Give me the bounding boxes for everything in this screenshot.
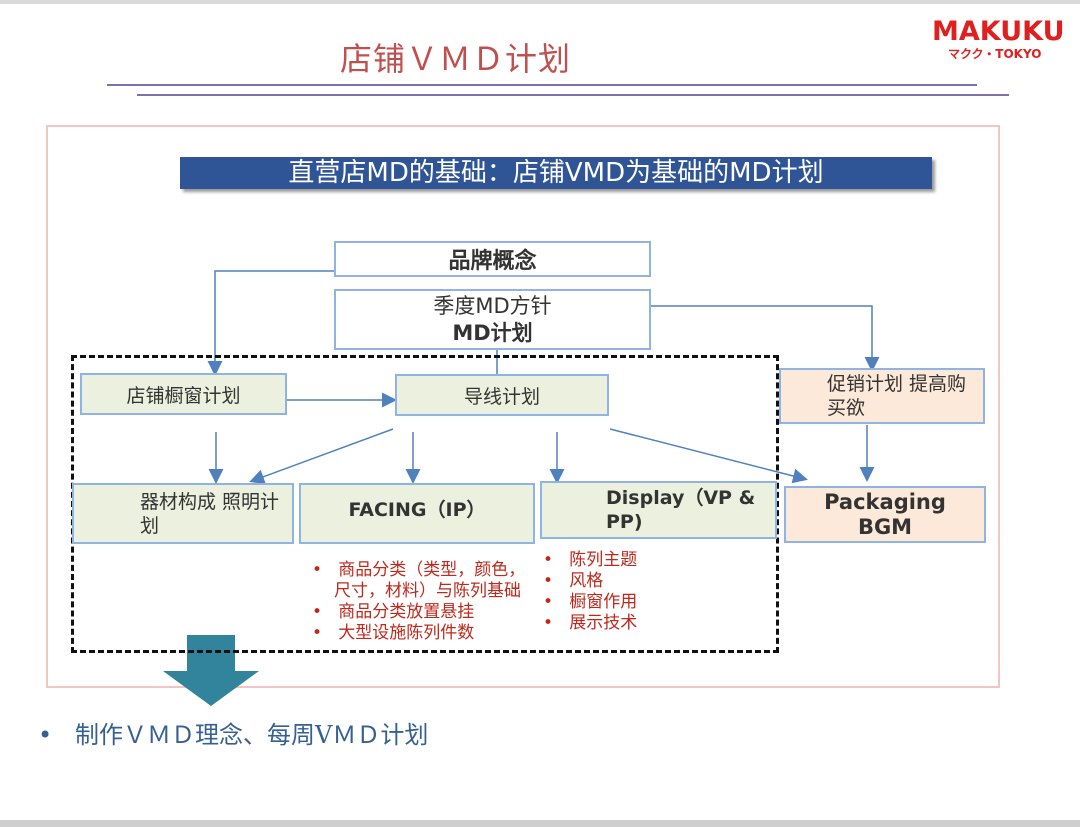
brand-concept-box: 品牌概念 <box>334 241 651 277</box>
equipment-label: 器材构成 照明计划 <box>140 490 280 537</box>
facing-bullet-item: • 大型设施陈列件数 <box>312 623 475 643</box>
display-bullet-item: • 橱窗作用 <box>543 592 638 612</box>
display-box: Display（VP & PP) <box>540 481 777 539</box>
facing-bullet-list: • 商品分类（类型，颜色，尺寸，材料）与陈列基础 • 商品分类放置悬挂 • 大型… <box>312 560 537 644</box>
window-plan-box: 店铺橱窗计划 <box>80 373 287 415</box>
window-plan-label: 店铺橱窗计划 <box>126 384 241 407</box>
arrow-guide-to-packaging <box>609 428 808 484</box>
flow-connectors <box>163 270 880 706</box>
title-rule-bottom <box>137 94 1009 96</box>
md-banner: 直营店MD的基础：店铺VMD为基础的MD计划 <box>180 157 932 189</box>
slide-bottom-border <box>0 820 1080 827</box>
content-frame <box>46 125 1000 688</box>
display-bullet-item: • 展示技术 <box>543 613 638 633</box>
title-rule-top <box>107 84 977 86</box>
arrow-brand-to-window <box>207 270 335 376</box>
season-md-label-1: 季度MD方针 <box>433 293 552 318</box>
logo-main-text: MAKUKU <box>932 16 1065 47</box>
facing-label: FACING（IP） <box>348 499 486 521</box>
promotion-label: 促销计划 提高购买欲 <box>827 373 967 419</box>
guide-line-label: 导线计划 <box>463 385 540 408</box>
bottom-bullet-text: 制作ＶＭＤ理念、每周VＭＤ计划 <box>75 721 429 749</box>
packaging-box: Packaging BGM <box>784 486 986 543</box>
slide-title: 店铺ＶＭＤ计划 <box>340 40 572 78</box>
down-arrow-icon <box>163 635 259 706</box>
facing-bullet-item: • 商品分类（类型，颜色，尺寸，材料）与陈列基础 <box>312 560 526 601</box>
season-md-label-2: MD计划 <box>452 320 533 345</box>
display-bullet-list: • 陈列主题 • 风格 • 橱窗作用 • 展示技术 <box>543 550 743 634</box>
promotion-box: 促销计划 提高购买欲 <box>779 368 985 424</box>
guide-line-box: 导线计划 <box>395 374 609 416</box>
facing-bullet-item: • 商品分类放置悬挂 <box>312 602 475 622</box>
facing-box: FACING（IP） <box>299 483 535 544</box>
display-label: Display（VP & PP) <box>606 487 756 533</box>
display-bullet-item: • 陈列主题 <box>543 550 638 570</box>
logo-sub-text: マクク・TOKYO <box>948 47 1042 61</box>
arrow-season-to-promo <box>651 305 880 372</box>
brand-concept-label: 品牌概念 <box>448 249 537 274</box>
bottom-bullet: • 制作ＶＭＤ理念、每周VＭＤ计划 <box>38 721 429 749</box>
makuku-logo: MAKUKU マクク・TOKYO <box>932 18 1072 68</box>
display-bullet-item: • 风格 <box>543 571 604 591</box>
equipment-box: 器材构成 照明计划 <box>72 483 294 544</box>
season-md-box: 季度MD方针 MD计划 <box>334 289 651 350</box>
packaging-label: Packaging BGM <box>824 489 946 539</box>
arrow-guide-to-equipment <box>249 428 394 484</box>
